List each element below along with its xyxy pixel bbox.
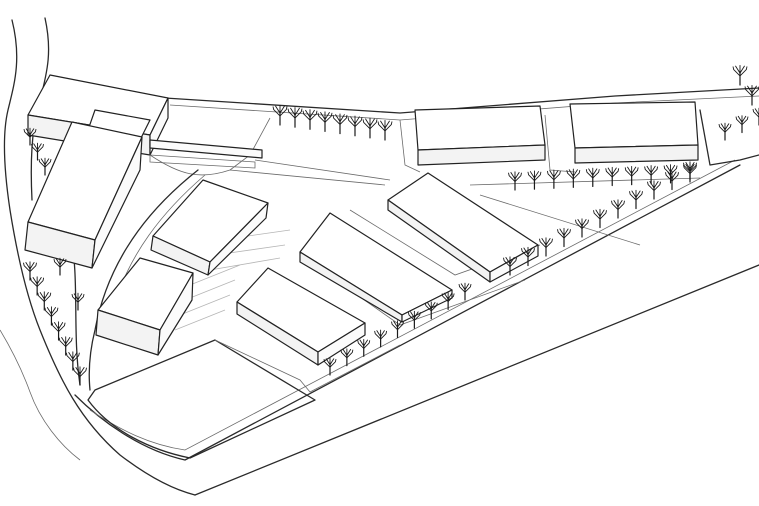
- building-block: [149, 139, 263, 169]
- tree-icon: [73, 366, 87, 386]
- tree-icon: [374, 329, 388, 348]
- road-edge-right: [699, 109, 759, 166]
- building-block: [236, 267, 366, 366]
- tree-icon: [508, 171, 522, 191]
- tree-icon: [547, 169, 561, 189]
- building-block: [414, 105, 546, 166]
- tree-icon: [527, 170, 542, 190]
- tree-icon: [51, 321, 66, 341]
- tree-icon: [272, 104, 288, 126]
- tree-icon: [624, 166, 639, 186]
- tree-icon: [557, 227, 571, 248]
- tree-icon: [718, 122, 732, 141]
- tree-icon: [424, 301, 438, 320]
- tree-icon: [647, 180, 661, 200]
- tree-icon: [332, 113, 348, 135]
- tree-icon: [362, 117, 378, 139]
- tree-icon: [585, 167, 600, 188]
- tree-icon: [566, 168, 581, 188]
- ramp-lines: [174, 229, 291, 331]
- road-edge-bottom-inner: [74, 164, 741, 461]
- road-edge-top: [164, 87, 759, 114]
- parcel-line-4: [469, 177, 701, 186]
- tree-icon: [575, 218, 589, 238]
- tree-icon: [735, 115, 749, 134]
- tree-icon: [30, 276, 45, 296]
- tree-icon: [317, 111, 333, 133]
- road-edge-left-lane: [0, 329, 81, 461]
- tree-icon: [644, 165, 658, 185]
- parcel-line-3: [254, 159, 391, 181]
- tree-icon: [391, 320, 404, 339]
- parcel-line-7: [544, 114, 576, 173]
- tree-icon: [683, 161, 697, 181]
- building-block: [95, 257, 194, 356]
- building-block: [387, 172, 539, 283]
- tree-icon: [71, 292, 85, 311]
- tree-icon: [38, 157, 52, 176]
- building-block: [24, 121, 143, 269]
- tree-icon: [665, 170, 679, 191]
- building-block: [150, 179, 269, 276]
- tree-icon: [347, 115, 363, 137]
- tree-icon: [407, 310, 421, 329]
- tree-icon: [744, 84, 759, 106]
- site-outline: [0, 17, 759, 496]
- access-road-curve-2: [88, 169, 199, 391]
- tree-icon: [65, 351, 80, 371]
- tree-icon: [37, 291, 52, 311]
- parcel-line-1: [149, 154, 386, 186]
- tree-icon: [23, 261, 37, 281]
- tree-rows: [23, 64, 759, 386]
- tree-icon: [441, 292, 455, 310]
- buildings: [24, 74, 699, 366]
- road-edge-bottom: [194, 264, 759, 496]
- tree-icon: [611, 199, 625, 219]
- parking-lot-outline: [87, 339, 316, 459]
- tree-icon: [732, 64, 748, 86]
- tree-icon: [629, 189, 643, 210]
- tree-icon: [58, 336, 73, 356]
- tree-icon: [605, 166, 620, 187]
- tree-icon: [503, 256, 517, 276]
- tree-icon: [53, 257, 67, 276]
- tree-icon: [752, 107, 759, 126]
- parcel-line-5: [479, 194, 641, 246]
- tree-icon: [302, 109, 318, 130]
- tree-icon: [377, 119, 393, 141]
- parcel-line-6: [399, 119, 421, 173]
- tree-icon: [357, 339, 371, 357]
- tree-icon: [521, 246, 535, 267]
- road-edge-left-outer: [3, 19, 196, 496]
- tree-icon: [340, 348, 354, 367]
- tree-icon: [287, 107, 303, 128]
- tree-icon: [31, 142, 44, 161]
- tree-icon: [458, 282, 472, 301]
- tree-icon: [323, 357, 337, 376]
- tree-icon: [23, 127, 37, 146]
- tree-icon: [44, 306, 59, 326]
- building-block: [569, 101, 699, 164]
- parcel-line-2: [229, 117, 271, 171]
- road-curb-bottom: [89, 159, 736, 451]
- terrace-edge-1: [214, 339, 401, 393]
- tree-icon: [593, 208, 607, 229]
- tree-icon: [539, 237, 553, 257]
